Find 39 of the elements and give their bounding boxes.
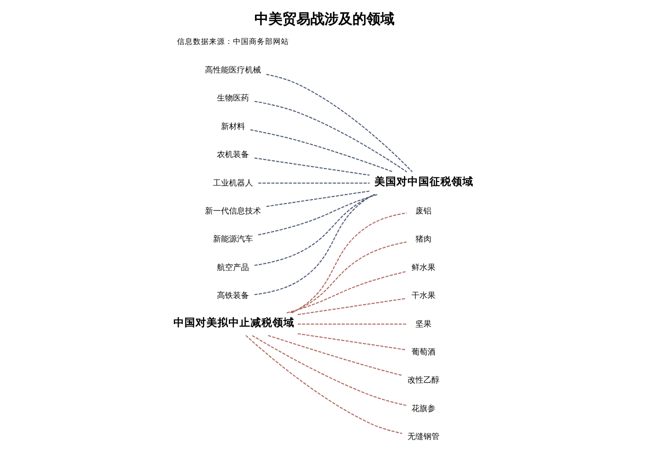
connector [268,335,402,376]
connector [286,271,406,314]
node-text: 改性乙醇 [406,374,439,385]
connector [258,182,370,184]
connector [297,324,406,325]
node-text: 葡萄酒 [410,346,435,356]
node-text: 坚果 [414,318,431,328]
connector [254,194,374,296]
node-text: 航空产品 [216,262,248,272]
connector [251,335,406,406]
node-text: 高铁装备 [216,290,248,300]
connector [290,242,406,314]
node-text: 废铝 [414,205,431,216]
connector [266,74,412,172]
connector [254,194,375,266]
connector [291,212,406,314]
node-text: 中国对美拟中止减税领域 [173,316,294,330]
node-text: 工业机器人 [212,177,253,188]
connector [297,298,406,316]
node-text: 美国对中国征税领域 [374,175,474,188]
connector [244,335,402,434]
node-text: 无缝钢管 [406,431,439,442]
connector [258,194,378,236]
connector [266,190,370,207]
node-text: 高性能医疗机械 [204,64,260,74]
node-text: 鲜水果 [410,262,435,272]
connector [254,158,370,176]
connector [250,129,393,172]
node-text: 新能源汽车 [212,234,253,244]
node-text: 猪肉 [414,234,431,244]
connector [254,100,406,172]
node-text: 生物医药 [216,92,248,103]
connector [297,333,406,350]
node-text: 新材料 [220,120,244,131]
node-text: 新一代信息技术 [204,205,260,216]
node-text: 农机装备 [216,149,248,160]
node-text: 花旗参 [410,402,435,413]
node-text: 干水果 [410,290,435,300]
diagram-title: 中美贸易战涉及的领域 [254,12,394,28]
